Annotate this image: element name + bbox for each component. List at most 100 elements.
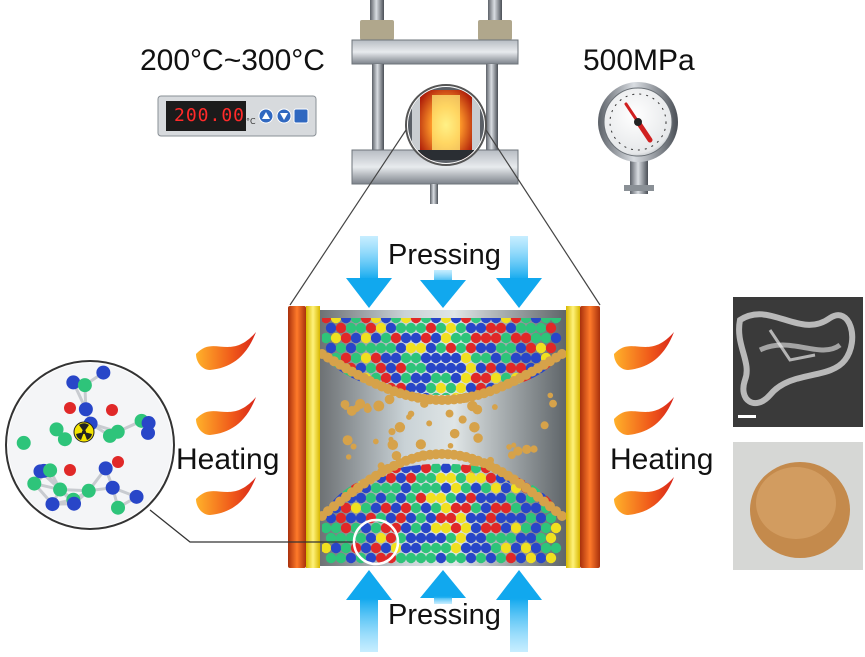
packed-particle <box>416 363 426 373</box>
packed-particle <box>446 553 456 563</box>
packed-particle <box>441 503 451 513</box>
packed-particle <box>466 363 476 373</box>
packed-particle <box>481 353 491 363</box>
packed-particle <box>516 493 526 503</box>
packed-particle <box>486 473 496 483</box>
packed-particle <box>461 543 471 553</box>
packed-particle <box>416 513 426 523</box>
packed-particle <box>466 343 476 353</box>
packed-particle <box>436 533 446 543</box>
packed-particle <box>356 343 366 353</box>
packed-particle <box>451 543 461 553</box>
floating-particle <box>473 433 483 443</box>
packed-particle <box>436 473 446 483</box>
packed-particle <box>426 473 436 483</box>
packed-particle <box>466 473 476 483</box>
lattice-atom <box>64 402 76 414</box>
packed-particle <box>371 543 381 553</box>
packed-particle <box>451 483 461 493</box>
packed-particle <box>446 383 456 393</box>
packed-particle <box>406 343 416 353</box>
packed-particle <box>496 323 506 333</box>
heater-wall-left <box>288 306 320 568</box>
packed-particle <box>456 323 466 333</box>
packed-particle <box>431 503 441 513</box>
packed-particle <box>446 343 456 353</box>
packed-particle <box>456 473 466 483</box>
tem-micrograph-image <box>733 297 863 427</box>
packed-particle <box>441 353 451 363</box>
packed-particle <box>491 373 501 383</box>
flame-icon <box>614 477 674 515</box>
packed-particle <box>436 513 446 523</box>
packed-particle <box>436 363 446 373</box>
lattice-atom <box>67 497 81 511</box>
packed-particle <box>396 553 406 563</box>
floating-particle <box>541 421 549 429</box>
packed-particle <box>486 323 496 333</box>
packed-particle <box>436 493 446 503</box>
packed-particle <box>441 543 451 553</box>
packed-particle <box>446 363 456 373</box>
packed-particle <box>536 323 546 333</box>
heating-label-left: Heating <box>176 445 279 475</box>
packed-particle <box>381 353 391 363</box>
packed-particle <box>546 553 556 563</box>
packed-particle <box>441 483 451 493</box>
packed-particle <box>426 533 436 543</box>
packed-particle <box>506 553 516 563</box>
crystal-structure-icon <box>6 361 174 529</box>
floating-particle <box>508 451 516 459</box>
packed-particle <box>366 533 376 543</box>
packed-particle <box>351 353 361 363</box>
packed-particle <box>411 483 421 493</box>
packed-particle <box>531 353 541 363</box>
packed-particle <box>531 523 541 533</box>
flame-icon <box>196 477 256 515</box>
packed-particle <box>391 333 401 343</box>
packed-particle <box>436 383 446 393</box>
packed-particle <box>441 373 451 383</box>
packed-particle <box>446 473 456 483</box>
packed-particle <box>451 333 461 343</box>
packed-particle <box>441 333 451 343</box>
packed-particle <box>366 493 376 503</box>
lattice-atom <box>106 481 120 495</box>
packed-particle <box>526 323 536 333</box>
packed-particle <box>516 513 526 523</box>
packed-particle <box>411 353 421 363</box>
packed-particle <box>381 543 391 553</box>
packed-particle <box>321 333 331 343</box>
packed-particle <box>411 543 421 553</box>
arrow-up-1 <box>346 570 392 652</box>
lattice-atom <box>82 484 96 498</box>
packed-particle <box>371 353 381 363</box>
packed-particle <box>421 373 431 383</box>
packed-particle <box>516 343 526 353</box>
packed-particle <box>376 323 386 333</box>
packed-particle <box>371 503 381 513</box>
packed-particle <box>341 523 351 533</box>
packed-particle <box>481 503 491 513</box>
packed-particle <box>366 343 376 353</box>
packed-particle <box>471 333 481 343</box>
packed-particle <box>476 323 486 333</box>
pressing-label-top: Pressing <box>388 241 501 270</box>
packed-particle <box>416 323 426 333</box>
packed-particle <box>351 333 361 343</box>
packed-particle <box>476 493 486 503</box>
packed-particle <box>491 333 501 343</box>
packed-particle <box>471 503 481 513</box>
floating-particle <box>351 444 357 450</box>
packed-particle <box>546 533 556 543</box>
lattice-atom <box>103 429 117 443</box>
arrow-down-1 <box>346 236 392 308</box>
packed-particle <box>506 343 516 353</box>
packed-particle <box>406 363 416 373</box>
packed-particle <box>476 533 486 543</box>
packed-particle <box>411 333 421 343</box>
sintering-chamber <box>317 310 567 566</box>
packed-particle <box>396 343 406 353</box>
packed-particle <box>391 483 401 493</box>
packed-particle <box>526 553 536 563</box>
